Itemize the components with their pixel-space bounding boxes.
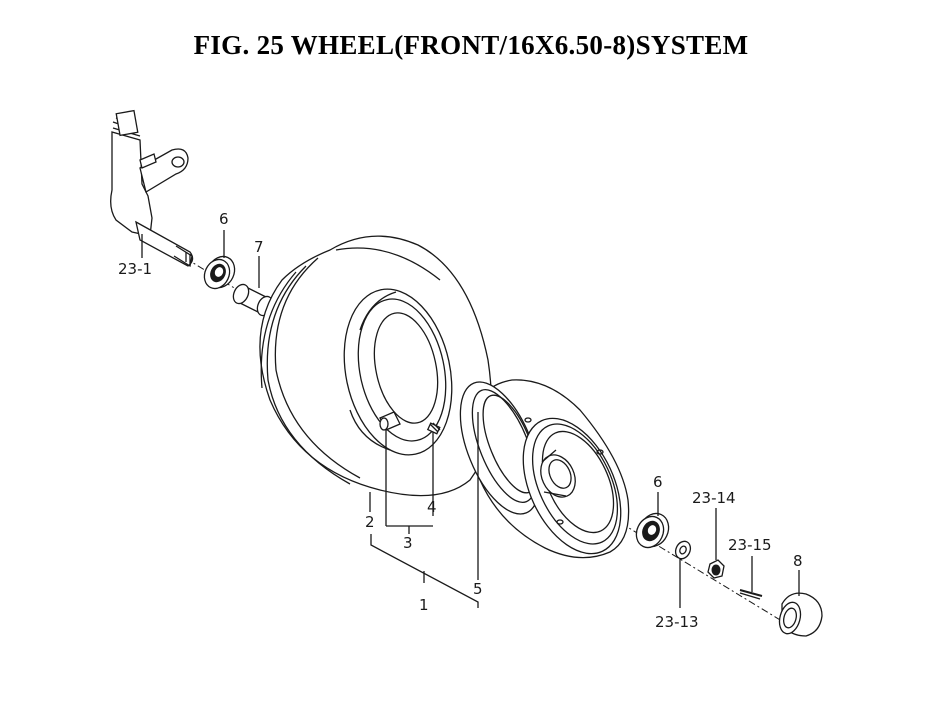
label-5: 5 bbox=[473, 580, 483, 598]
label-2: 2 bbox=[365, 513, 375, 531]
label-7: 7 bbox=[254, 238, 264, 256]
label-23-13: 23-13 bbox=[655, 613, 699, 631]
bearing-right-part bbox=[635, 512, 670, 549]
leader-lines bbox=[141, 230, 800, 608]
rim-part bbox=[459, 379, 630, 559]
label-4: 4 bbox=[427, 498, 437, 516]
label-6-left: 6 bbox=[219, 210, 229, 228]
label-23-15: 23-15 bbox=[728, 536, 772, 554]
spindle-knuckle-part bbox=[110, 109, 194, 268]
label-3: 3 bbox=[403, 534, 413, 552]
washer-part bbox=[674, 540, 692, 560]
cotter-pin-part bbox=[739, 589, 763, 600]
castle-nut-part bbox=[707, 559, 725, 579]
tire-part bbox=[259, 235, 493, 497]
label-8: 8 bbox=[793, 552, 803, 570]
label-23-14: 23-14 bbox=[692, 489, 736, 507]
bearing-left-part bbox=[203, 255, 236, 290]
label-1: 1 bbox=[419, 596, 429, 614]
label-6-right: 6 bbox=[653, 473, 663, 491]
figure-title: FIG. 25 WHEEL(FRONT/16X6.50-8)SYSTEM bbox=[193, 30, 749, 60]
hub-cap-part bbox=[778, 592, 823, 637]
valve-stem-part bbox=[379, 411, 441, 435]
label-23-1: 23-1 bbox=[118, 260, 152, 278]
